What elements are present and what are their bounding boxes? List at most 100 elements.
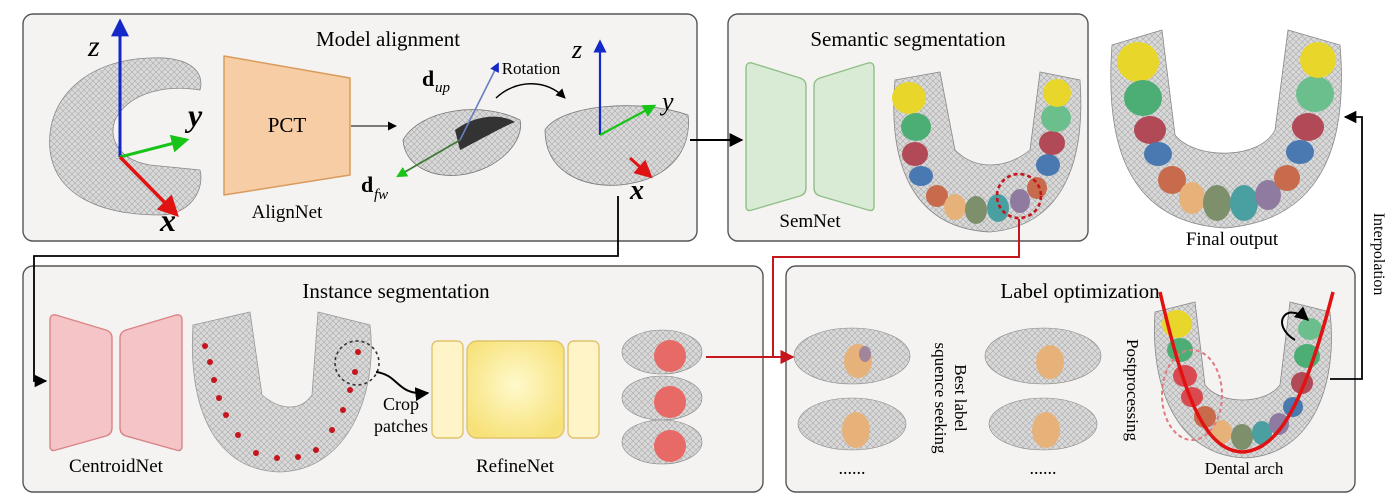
tooth — [1124, 80, 1162, 116]
model-alignment-title: Model alignment — [316, 27, 460, 51]
aligned-axis-y-label: y — [659, 87, 674, 116]
tooth — [892, 82, 926, 114]
centroid-point — [216, 395, 222, 401]
ellipsis-left: ...... — [839, 458, 866, 478]
tooth — [1043, 79, 1071, 107]
tooth — [1027, 177, 1047, 199]
tooth — [1252, 421, 1272, 445]
centroidnet-right-block — [119, 314, 183, 452]
tooth — [902, 142, 928, 166]
rotation-arrow — [495, 83, 566, 99]
centroidnet-label: CentroidNet — [69, 456, 164, 477]
tooth — [1231, 424, 1253, 450]
d-up-sub: up — [435, 80, 451, 96]
tooth — [1296, 76, 1334, 112]
tooth — [944, 194, 966, 220]
d-fw-arrow — [396, 139, 461, 178]
d-fw-base: d — [361, 172, 373, 197]
tooth — [901, 113, 931, 141]
semantic-segmentation-title: Semantic segmentation — [810, 27, 1006, 51]
alignment-to-instance-arrow — [33, 196, 619, 388]
segmented-teeth — [892, 79, 1071, 224]
d-fw-sub: fw — [374, 187, 388, 203]
candidate-patches-right — [984, 327, 1102, 451]
tooth — [1203, 185, 1231, 221]
tooth — [1144, 142, 1172, 166]
aligned-axis-x — [628, 156, 653, 179]
dental-arch-label: Dental arch — [1205, 459, 1284, 478]
axis-y-arrow — [119, 134, 190, 159]
tooth — [1300, 42, 1336, 78]
refinenet-left-block — [431, 340, 464, 439]
tooth — [1173, 365, 1197, 387]
tooth — [965, 196, 987, 224]
tooth — [1298, 318, 1322, 340]
tooth — [1292, 113, 1324, 141]
semnet-left-block — [745, 62, 807, 212]
refinenet-right-block — [567, 340, 600, 439]
patch-tooth — [654, 340, 686, 372]
pct-block — [223, 55, 351, 196]
tooth — [1158, 166, 1186, 194]
d-up-base: d — [422, 66, 434, 91]
ellipsis-right: ...... — [1030, 458, 1057, 478]
centroid-point — [313, 447, 319, 453]
d-up-arrow — [459, 62, 499, 141]
patch-tooth — [1036, 345, 1064, 379]
final-output-label: Final output — [1186, 229, 1279, 250]
refinenet-label: RefineNet — [476, 456, 555, 477]
refinenet-center-block — [466, 340, 565, 439]
tooth — [1010, 189, 1030, 213]
centroid-points — [202, 343, 361, 461]
candidate-patches-left — [793, 327, 911, 451]
tooth — [909, 166, 933, 186]
alignnet-label: AlignNet — [252, 202, 323, 223]
jaw-model-input — [49, 57, 202, 216]
axis-x-label: x — [159, 202, 176, 238]
crop-arrow — [375, 371, 430, 402]
patch-tooth — [1032, 412, 1060, 448]
centroid-point — [207, 359, 213, 365]
interpolation-label: Interpolation — [1370, 213, 1387, 296]
crop-label-line2: patches — [374, 416, 428, 436]
tooth — [926, 185, 948, 207]
aligned-axis-x-label: x — [629, 175, 644, 206]
best-label-line1: Best label — [951, 364, 970, 432]
tooth — [1041, 104, 1071, 132]
postprocessing-label: Postprocessing — [1123, 339, 1142, 442]
tilted-jaw-dark — [455, 116, 515, 150]
axis-z-label: z — [87, 30, 100, 63]
tooth — [1179, 182, 1205, 214]
tooth — [1286, 140, 1314, 164]
centroid-point — [355, 349, 361, 355]
semnet-label: SemNet — [779, 211, 841, 232]
final-teeth — [1117, 42, 1336, 221]
refined-patches — [621, 329, 703, 465]
label-optimization-title: Label optimization — [1000, 279, 1160, 303]
axis-y-label: y — [184, 97, 203, 133]
rotation-label: Rotation — [502, 59, 561, 78]
relabel-arrow — [1281, 306, 1310, 341]
centroid-point — [211, 377, 217, 383]
patch-tooth — [654, 430, 686, 462]
semnet-right-block — [813, 62, 875, 212]
instance-segmentation-title: Instance segmentation — [302, 279, 490, 303]
aligned-axis-y — [599, 104, 657, 136]
centroid-point — [274, 455, 280, 461]
centroid-point — [329, 427, 335, 433]
interpolation-arrow — [1330, 110, 1363, 380]
centroid-point — [340, 407, 346, 413]
crop-region-circle — [334, 340, 380, 386]
tooth — [987, 194, 1009, 222]
error-highlight-circle — [995, 172, 1043, 220]
centroid-point — [235, 432, 241, 438]
centroid-point — [253, 450, 259, 456]
best-label-line2: squence seeking — [931, 343, 950, 454]
tooth — [1274, 165, 1300, 191]
centroid-point — [202, 343, 208, 349]
dental-arch-curve — [1158, 291, 1335, 454]
tooth — [1212, 420, 1232, 444]
patch-tooth — [654, 386, 686, 418]
tooth — [1036, 154, 1060, 176]
